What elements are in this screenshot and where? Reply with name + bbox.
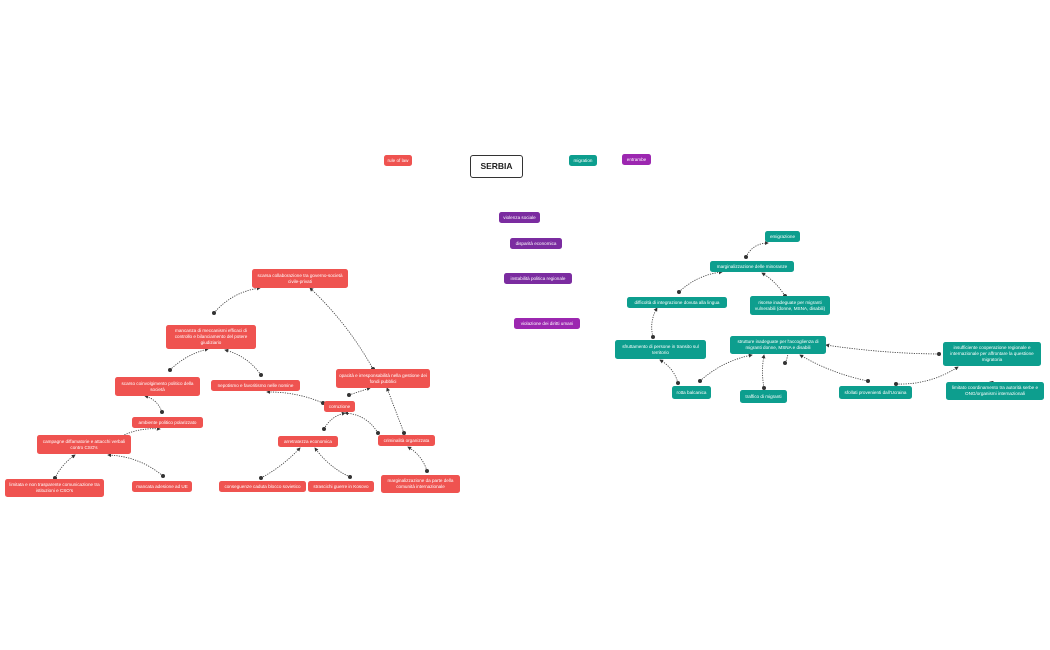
node-conseguenze-blocco[interactable]: conseguenze caduta blocco sovietico bbox=[219, 481, 306, 492]
connector-line-13 bbox=[260, 447, 301, 479]
node-strascichi-guerre[interactable]: strascichi guerre in Kosovo bbox=[308, 481, 374, 492]
connector-dot-0 bbox=[212, 311, 216, 315]
connector-dot-5 bbox=[161, 474, 165, 478]
connector-dot-14 bbox=[348, 475, 352, 479]
node-mancata-adesione[interactable]: mancata adesione ad UE bbox=[132, 481, 192, 492]
node-campagne-diffamatorie[interactable]: campagne diffamatorie e attacchi verbali… bbox=[37, 435, 131, 454]
connector-dot-10 bbox=[322, 427, 326, 431]
node-nepotismo[interactable]: nepotismo e favoritismo nelle nomine bbox=[211, 380, 300, 391]
connector-line-18 bbox=[761, 272, 786, 297]
legend-rule-of-law[interactable]: rule of law bbox=[384, 155, 412, 166]
connector-line-10 bbox=[323, 411, 346, 430]
connector-line-9 bbox=[309, 287, 374, 370]
connector-dot-20 bbox=[676, 381, 680, 385]
node-insufficiente-cooperazione[interactable]: insufficiente cooperazione regionale e i… bbox=[943, 342, 1041, 366]
connector-dot-26 bbox=[894, 382, 898, 386]
node-opacita[interactable]: opacità e irresponsabilità nella gestion… bbox=[336, 369, 430, 388]
node-scarsa-collaborazione[interactable]: scarsa collaborazione tra governo-societ… bbox=[252, 269, 348, 288]
node-marginalizzazione-minoranze[interactable]: marginalizzazione delle minoranze bbox=[710, 261, 794, 272]
connector-line-14 bbox=[314, 447, 351, 478]
connector-line-2 bbox=[224, 348, 262, 376]
node-scarso-coinvolgimento[interactable]: scarso coinvolgimento politico della soc… bbox=[115, 377, 200, 396]
connector-dot-2 bbox=[259, 373, 263, 377]
connector-line-25 bbox=[825, 343, 940, 355]
node-traffico-migranti[interactable]: traffico di migranti bbox=[740, 390, 787, 403]
legend-migration[interactable]: migration bbox=[569, 155, 597, 166]
connector-dot-19 bbox=[651, 335, 655, 339]
connector-dot-1 bbox=[168, 368, 172, 372]
connector-dot-25 bbox=[937, 352, 941, 356]
connector-line-8 bbox=[348, 387, 371, 396]
connector-dot-3 bbox=[160, 410, 164, 414]
node-sfruttamento[interactable]: sfruttamento di persone in transito sul … bbox=[615, 340, 706, 359]
connector-dot-13 bbox=[259, 476, 263, 480]
connector-line-5 bbox=[107, 453, 164, 477]
connector-line-17 bbox=[678, 270, 723, 293]
node-disparita-economica[interactable]: disparità economica bbox=[510, 238, 562, 249]
node-limitato-coordinamento[interactable]: limitato coordinamento tra autorità serb… bbox=[946, 382, 1044, 400]
node-mancanza-meccanismi[interactable]: mancanza di meccanismi efficaci di contr… bbox=[166, 325, 256, 349]
connector-line-16 bbox=[745, 241, 769, 258]
connector-dot-22 bbox=[783, 361, 787, 365]
connector-dot-21 bbox=[698, 379, 702, 383]
connector-line-15 bbox=[386, 387, 405, 434]
connector-dot-11 bbox=[376, 431, 380, 435]
connector-dot-24 bbox=[866, 379, 870, 383]
node-limitata-comunicazione[interactable]: limitata e non trasparente comunicazione… bbox=[5, 479, 104, 497]
node-marginalizzazione-comunita[interactable]: marginalizzazione da parte della comunit… bbox=[381, 475, 460, 493]
connector-line-11 bbox=[344, 411, 379, 434]
connector-line-23 bbox=[761, 354, 766, 389]
connector-dot-16 bbox=[744, 255, 748, 259]
connector-dot-15 bbox=[402, 431, 406, 435]
node-ambiente-polarizzato[interactable]: ambiente politico polarizzato bbox=[132, 417, 203, 428]
legend-entrambe[interactable]: entrambe bbox=[622, 154, 651, 165]
node-corruzione[interactable]: corruzione bbox=[324, 401, 355, 412]
connector-dot-23 bbox=[762, 386, 766, 390]
connector-line-3 bbox=[144, 394, 163, 413]
connector-dot-12 bbox=[425, 469, 429, 473]
node-arretratezza[interactable]: arretratezza economica bbox=[278, 436, 338, 447]
connector-line-19 bbox=[651, 307, 658, 338]
connector-line-20 bbox=[659, 359, 679, 384]
node-risorse-inadeguate[interactable]: risorse inadeguate per migranti vulnerab… bbox=[750, 296, 830, 315]
connector-line-1 bbox=[169, 347, 209, 371]
connector-line-24 bbox=[799, 354, 869, 382]
connector-dot-8 bbox=[347, 393, 351, 397]
node-difficolta-integrazione[interactable]: difficoltà di integrazione dovuta alla l… bbox=[627, 297, 727, 308]
node-instabilita-politica[interactable]: instabilità politica regionale bbox=[504, 273, 572, 284]
connector-dot-17 bbox=[677, 290, 681, 294]
node-violenza-sociale[interactable]: violenza sociale bbox=[499, 212, 540, 223]
node-strutture-inadeguate[interactable]: strutture inadeguate per l'accoglienza d… bbox=[730, 336, 826, 354]
connector-line-0 bbox=[213, 286, 261, 314]
node-rotta-balcanica[interactable]: rotta balcanica bbox=[672, 386, 711, 399]
connector-line-12 bbox=[407, 446, 428, 472]
node-emigrazione[interactable]: emigrazione bbox=[765, 231, 800, 242]
node-sfollati-ucraina[interactable]: sfollati provenienti dall'Ucraina bbox=[839, 386, 912, 399]
connector-line-7 bbox=[266, 389, 324, 404]
central-topic[interactable]: SERBIA bbox=[470, 155, 523, 178]
node-criminalita[interactable]: criminalità organizzata bbox=[378, 435, 435, 446]
node-violazione-diritti[interactable]: violazione dei diritti umani bbox=[514, 318, 580, 329]
connector-line-6 bbox=[54, 454, 76, 479]
connector-line-21 bbox=[699, 353, 753, 382]
